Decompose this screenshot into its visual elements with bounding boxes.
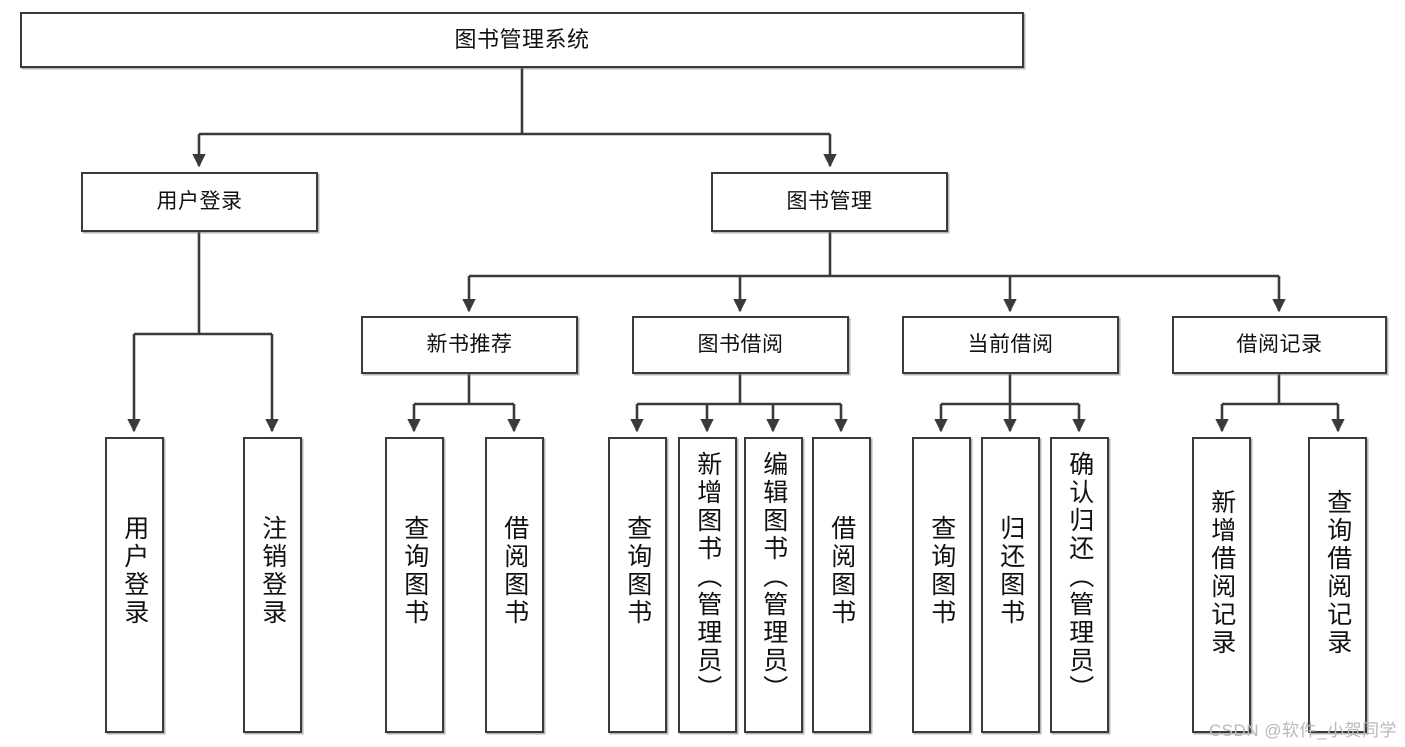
- node-label: 用户登录: [156, 190, 243, 214]
- watermark-text: CSDN @软件_小贺同学: [1208, 721, 1397, 740]
- node-user-login[interactable]: 用户登录: [81, 172, 318, 232]
- leaf-current-return-book[interactable]: 归还图书: [981, 437, 1040, 733]
- node-borrow-record[interactable]: 借阅记录: [1172, 316, 1387, 374]
- node-label: 图书管理: [786, 190, 873, 214]
- node-label: 用户登录: [120, 515, 149, 627]
- node-label: 归还图书: [996, 515, 1025, 627]
- node-label: 新增借阅记录: [1207, 489, 1236, 657]
- node-label: 查询图书: [927, 515, 956, 627]
- node-label: 借阅记录: [1236, 333, 1323, 357]
- node-label: 查询借阅记录: [1323, 489, 1352, 657]
- leaf-recommend-borrow-book[interactable]: 借阅图书: [485, 437, 544, 733]
- node-new-book-recommend[interactable]: 新书推荐: [361, 316, 578, 374]
- node-label: 查询图书: [623, 515, 652, 627]
- leaf-borrow-query-book[interactable]: 查询图书: [608, 437, 667, 733]
- leaf-user-login-login[interactable]: 用户登录: [105, 437, 164, 733]
- node-label: 图书借阅: [697, 333, 784, 357]
- leaf-borrow-edit-book-admin[interactable]: 编辑图书（管理员）: [744, 437, 803, 733]
- node-label: 编辑图书（管理员）: [759, 451, 788, 703]
- leaf-user-login-logout[interactable]: 注销登录: [243, 437, 302, 733]
- leaf-current-query-book[interactable]: 查询图书: [912, 437, 971, 733]
- node-label: 借阅图书: [500, 515, 529, 627]
- leaf-recommend-query-book[interactable]: 查询图书: [385, 437, 444, 733]
- leaf-borrow-add-book-admin[interactable]: 新增图书（管理员）: [678, 437, 737, 733]
- leaf-record-query-borrow-record[interactable]: 查询借阅记录: [1308, 437, 1367, 733]
- node-label: 借阅图书: [827, 515, 856, 627]
- leaf-borrow-borrow-book[interactable]: 借阅图书: [812, 437, 871, 733]
- node-book-management[interactable]: 图书管理: [711, 172, 948, 232]
- node-book-borrow[interactable]: 图书借阅: [632, 316, 849, 374]
- node-book-management-system[interactable]: 图书管理系统: [20, 12, 1024, 68]
- node-label: 注销登录: [258, 515, 287, 627]
- node-label: 当前借阅: [967, 333, 1054, 357]
- node-label: 确认归还（管理员）: [1065, 451, 1094, 703]
- leaf-current-confirm-return-admin[interactable]: 确认归还（管理员）: [1050, 437, 1109, 733]
- node-current-borrow[interactable]: 当前借阅: [902, 316, 1119, 374]
- node-label: 新增图书（管理员）: [693, 451, 722, 703]
- node-label: 图书管理系统: [454, 26, 590, 52]
- leaf-record-add-borrow-record[interactable]: 新增借阅记录: [1192, 437, 1251, 733]
- node-label: 新书推荐: [426, 333, 513, 357]
- node-label: 查询图书: [400, 515, 429, 627]
